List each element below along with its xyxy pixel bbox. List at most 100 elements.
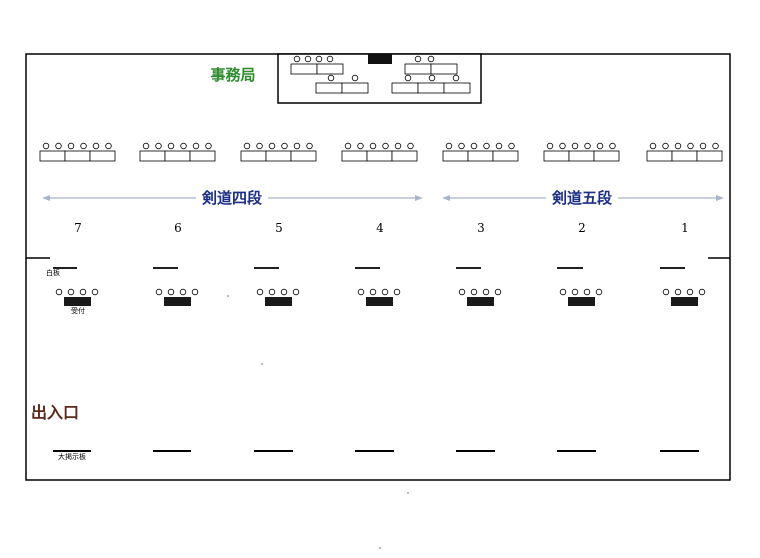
reception-chair: [179, 288, 187, 296]
judge-chair: [470, 142, 478, 150]
office-desk: [290, 63, 318, 75]
office-chair: [404, 74, 412, 82]
office-chair: [327, 74, 335, 82]
judge-chair: [687, 142, 694, 150]
reception-table: [366, 297, 393, 306]
reception-tables: [55, 288, 706, 306]
judge-table: [164, 150, 191, 162]
judge-chair: [205, 142, 212, 150]
judge-table: [467, 150, 494, 162]
reception-chair: [292, 288, 300, 296]
judge-table: [696, 150, 723, 162]
office-desk: [443, 82, 471, 94]
reception-chair: [686, 288, 694, 296]
judge-chair: [42, 142, 50, 150]
office-chair: [452, 74, 460, 82]
judge-chair: [67, 142, 75, 150]
office-chair: [304, 55, 312, 63]
office-chair: [414, 55, 422, 63]
entrance-label: 出入口: [31, 403, 79, 422]
reception-chair: [280, 288, 288, 296]
judge-chair: [649, 142, 657, 150]
judge-chair: [180, 142, 187, 150]
office-desk: [404, 63, 432, 75]
office-desk: [316, 63, 344, 75]
reception-table: [164, 297, 191, 306]
judge-chair: [155, 142, 162, 150]
judge-table: [442, 150, 469, 162]
judge-chair: [483, 142, 490, 150]
reception-label: 受付: [71, 306, 85, 315]
judge-tables: [39, 142, 723, 162]
reception-table: [64, 297, 91, 306]
judge-chair: [92, 142, 100, 150]
office-desk: [430, 63, 458, 75]
reception-chair: [559, 288, 567, 296]
judge-chair: [458, 142, 465, 150]
reception-table: [467, 297, 494, 306]
reception-chair: [91, 288, 99, 296]
reception-chair: [155, 288, 163, 296]
judge-table: [671, 150, 698, 162]
judge-chair: [407, 142, 414, 150]
reception-chair: [458, 288, 466, 296]
rank4-label: 剣道四段: [201, 189, 262, 207]
court-number: 5: [275, 221, 283, 235]
judge-table: [139, 150, 166, 162]
reception-chair: [583, 288, 591, 296]
reception-chair: [256, 288, 264, 296]
scan-dot: [407, 492, 409, 494]
judge-chair: [559, 142, 566, 150]
court-number: 4: [376, 221, 384, 235]
judge-table: [89, 150, 116, 162]
whiteboard-label: 白板: [46, 268, 60, 277]
scan-dot: [379, 547, 381, 549]
judge-chair: [80, 142, 87, 150]
office-chair: [428, 74, 436, 82]
judge-table: [64, 150, 91, 162]
office-chair: [351, 74, 359, 82]
hall-boundary: [25, 53, 731, 481]
judge-chair: [369, 142, 377, 150]
judge-chair: [167, 142, 175, 150]
bulletin-label: 大掲示板: [58, 452, 86, 461]
judge-chair: [609, 142, 616, 150]
judge-chair: [394, 142, 402, 150]
office-chair: [427, 55, 435, 63]
reception-chair: [191, 288, 199, 296]
reception-table: [671, 297, 698, 306]
office-desk: [341, 82, 369, 94]
reception-chair: [55, 288, 63, 296]
rank4-arrow: [42, 186, 423, 208]
judge-chair: [712, 142, 719, 150]
reception-table: [265, 297, 292, 306]
judge-chair: [571, 142, 579, 150]
judge-chair: [495, 142, 503, 150]
judge-table: [189, 150, 216, 162]
judge-chair: [357, 142, 364, 150]
judge-chair: [256, 142, 263, 150]
judge-table: [265, 150, 292, 162]
judge-table: [646, 150, 673, 162]
judge-chair: [105, 142, 112, 150]
reception-chair: [470, 288, 478, 296]
office-label: 事務局: [210, 66, 255, 84]
judge-chair: [55, 142, 62, 150]
court-number: 3: [477, 221, 485, 235]
reception-chair: [79, 288, 87, 296]
reception-chair: [571, 288, 579, 296]
judge-table: [391, 150, 418, 162]
reception-chair: [67, 288, 75, 296]
office-desk: [315, 82, 343, 94]
judge-table: [290, 150, 317, 162]
court-number: 2: [578, 221, 586, 235]
reception-chair: [494, 288, 502, 296]
judge-table: [341, 150, 368, 162]
reception-chair: [268, 288, 276, 296]
office-desk: [391, 82, 419, 94]
reception-chair: [381, 288, 389, 296]
reception-chair: [357, 288, 365, 296]
judge-chair: [546, 142, 554, 150]
